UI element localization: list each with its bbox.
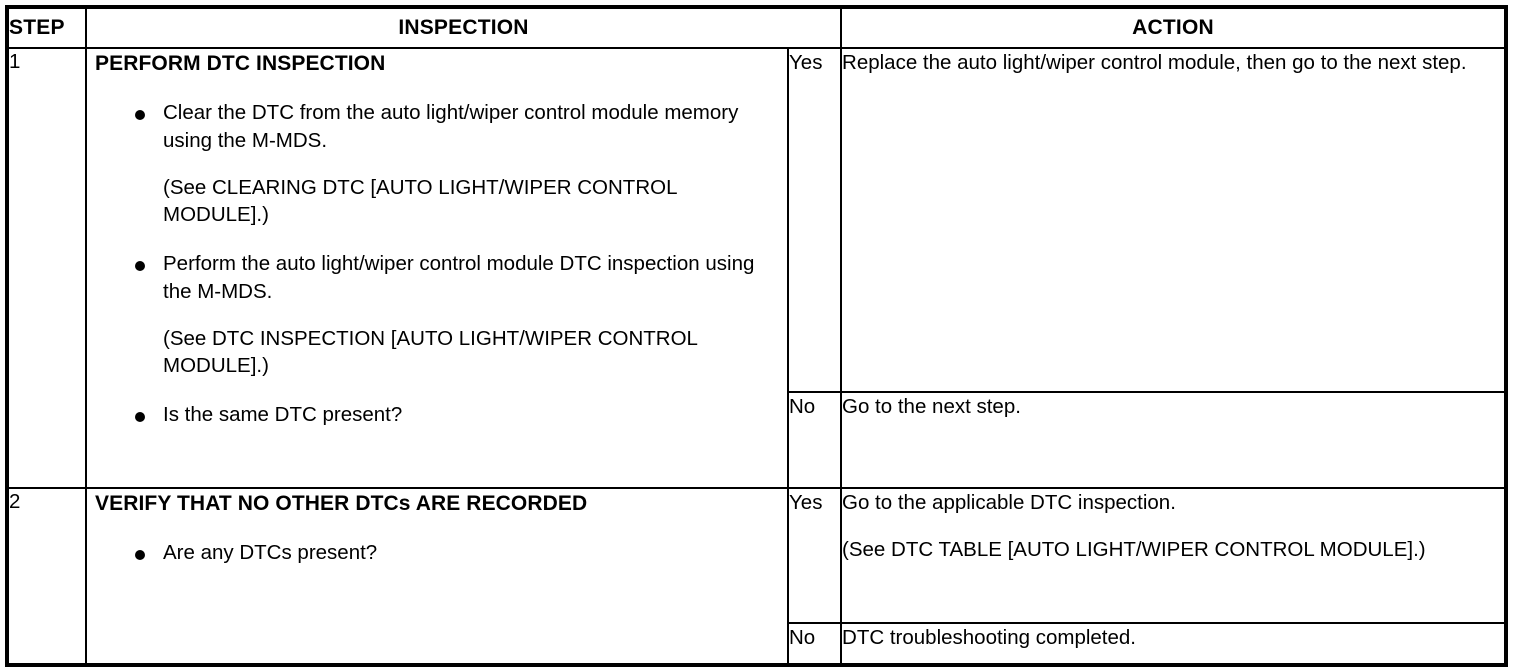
- list-item: Perform the auto light/wiper control mod…: [87, 250, 787, 379]
- action-cell: Go to the applicable DTC inspection. (Se…: [840, 487, 1508, 624]
- action-answer-cell: No: [786, 391, 843, 489]
- bullet-dot-icon: [135, 411, 145, 422]
- action-cell: Go to the next step.: [840, 391, 1508, 489]
- bullet-text: Is the same DTC present?: [163, 403, 403, 427]
- action-text: DTC troubleshooting completed.: [842, 626, 1137, 649]
- column-header-step: STEP: [6, 6, 87, 49]
- action-text: Go to the next step.: [842, 395, 1021, 418]
- bullet-reference-note: (See DTC INSPECTION [AUTO LIGHT/WIPER CO…: [163, 326, 698, 377]
- action-cell: DTC troubleshooting completed.: [840, 622, 1508, 666]
- column-header-action: ACTION: [840, 6, 1508, 49]
- action-answer-cell: Yes: [786, 487, 843, 624]
- list-item: Is the same DTC present?: [87, 401, 787, 428]
- column-header-inspection: INSPECTION: [84, 6, 843, 49]
- list-item: Clear the DTC from the auto light/wiper …: [87, 99, 787, 228]
- bullet-dot-icon: [135, 260, 145, 271]
- action-answer-cell: Yes: [786, 47, 843, 393]
- bullet-text: Perform the auto light/wiper control mod…: [163, 252, 755, 303]
- step-number-cell: 1: [6, 47, 87, 489]
- table-header-row: STEP INSPECTION ACTION: [6, 6, 1508, 49]
- bullet-dot-icon: [135, 109, 145, 120]
- bullet-dot-icon: [135, 549, 145, 560]
- inspection-title: VERIFY THAT NO OTHER DTCs ARE RECORDED: [95, 492, 588, 515]
- table-row: No Go to the next step.: [7, 391, 1508, 489]
- bullet-reference-note: (See CLEARING DTC [AUTO LIGHT/WIPER CONT…: [163, 175, 677, 226]
- action-cell: Replace the auto light/wiper control mod…: [840, 47, 1508, 393]
- inspection-bullet-list: Are any DTCs present?: [87, 539, 787, 566]
- list-item: Are any DTCs present?: [87, 539, 787, 566]
- inspection-title: PERFORM DTC INSPECTION: [95, 52, 386, 75]
- table-row: 1 PERFORM DTC INSPECTION Clear the DTC f…: [6, 47, 1508, 489]
- table-row: No DTC troubleshooting completed.: [7, 622, 1508, 666]
- action-text: Replace the auto light/wiper control mod…: [842, 51, 1467, 74]
- bullet-text: Clear the DTC from the auto light/wiper …: [163, 101, 739, 152]
- diagnostic-steps-table: STEP INSPECTION ACTION 1 PERFORM DTC INS…: [5, 5, 1509, 667]
- inspection-cell: VERIFY THAT NO OTHER DTCs ARE RECORDED A…: [85, 487, 789, 666]
- bullet-text: Are any DTCs present?: [163, 541, 378, 565]
- inspection-bullet-list: Clear the DTC from the auto light/wiper …: [87, 99, 787, 428]
- table-row: 2 VERIFY THAT NO OTHER DTCs ARE RECORDED…: [6, 487, 1508, 666]
- action-text: Go to the applicable DTC inspection.: [842, 491, 1176, 514]
- inspection-cell: PERFORM DTC INSPECTION Clear the DTC fro…: [85, 47, 789, 489]
- action-reference-note: (See DTC TABLE [AUTO LIGHT/WIPER CONTROL…: [842, 538, 1426, 562]
- step-number-cell: 2: [6, 487, 87, 666]
- action-answer-cell: No: [786, 622, 843, 666]
